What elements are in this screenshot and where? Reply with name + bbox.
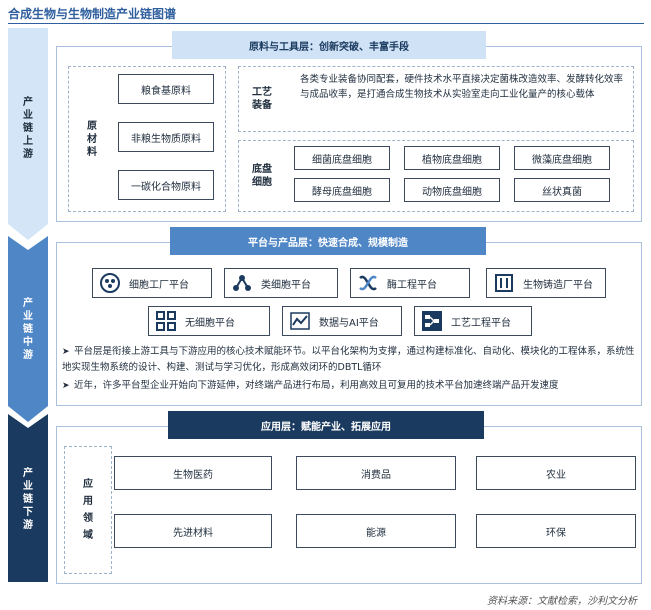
application-fields-label: 应用领域 <box>74 454 102 566</box>
chassis-cells-label-text: 底盘细胞 <box>252 164 272 188</box>
midstream-bullet-2: ➤ 近年，许多平台型企业开始向下游延伸，对终端产品进行布局，利用高效且可复用的技术… <box>62 378 638 394</box>
upstream-arrow <box>8 28 48 240</box>
bullet-arrow-icon: ➤ <box>62 381 70 391</box>
upstream-banner: 原料与工具层：创新突破、丰富手段 <box>172 31 486 59</box>
midstream-stage-label: 产业链中游 <box>8 244 48 414</box>
platform-data-ai: 数据与AI平台 <box>282 306 402 336</box>
downstream-stage-text: 产业链下游 <box>23 467 33 531</box>
midstream-bullet-1: ➤平台层是衔接上游工具与下游应用的核心技术赋能环节。以平台化架构为支撑，通过构建… <box>62 344 638 376</box>
downstream-panel <box>56 426 642 584</box>
chassis-cells-group <box>238 140 634 212</box>
chassis-animal: 动物底盘细胞 <box>404 178 500 202</box>
midstream-banner: 平台与产品层：快速合成、规模制造 <box>170 227 486 255</box>
bullet-text: 近年，许多平台型企业开始向下游延伸，对终端产品进行布局，利用高效且可复用的技术平… <box>74 380 559 391</box>
chassis-microalgae: 微藻底盘细胞 <box>514 146 610 170</box>
platform-label: 酶工程平台 <box>387 279 437 291</box>
equipment-group <box>238 66 634 132</box>
field-environmental: 环保 <box>476 514 636 548</box>
platform-label: 生物铸造厂平台 <box>523 279 593 291</box>
midstream-arrow <box>8 236 48 422</box>
material-nongrain-biomass: 非粮生物质原料 <box>118 122 214 152</box>
field-agriculture: 农业 <box>476 456 636 490</box>
raw-materials-group <box>68 66 226 212</box>
material-c1-compound: 一碳化合物原料 <box>118 170 214 200</box>
field-energy: 能源 <box>296 514 456 548</box>
grid-icon <box>155 310 177 332</box>
chassis-bacteria: 细菌底盘细胞 <box>294 146 390 170</box>
downstream-arrow <box>8 414 48 582</box>
source-note: 资料来源：文献检索，沙利文分析 <box>487 596 637 607</box>
application-fields-group <box>64 446 112 574</box>
raw-materials-label: 原材料 <box>80 96 104 182</box>
platform-enzyme-engineering: 酶工程平台 <box>350 268 470 298</box>
foundry-icon <box>493 272 515 294</box>
platform-cell-like: 类细胞平台 <box>224 268 338 298</box>
chassis-cells-label: 底盘细胞 <box>250 144 274 208</box>
molecule-icon <box>231 272 253 294</box>
field-biomedicine: 生物医药 <box>114 456 272 490</box>
platform-process-engineering: 工艺工程平台 <box>414 306 532 336</box>
page-title: 合成生物与生物制造产业链图谱 <box>8 7 177 21</box>
chassis-plant: 植物底盘细胞 <box>404 146 500 170</box>
platform-label: 细胞工厂平台 <box>129 279 189 291</box>
downstream-banner: 应用层：赋能产业、拓展应用 <box>168 411 484 439</box>
bullet-arrow-icon: ➤ <box>62 347 70 357</box>
title-divider <box>8 23 644 24</box>
field-advanced-materials: 先进材料 <box>114 514 272 548</box>
equipment-label: 工艺装备 <box>250 70 274 128</box>
chart-icon <box>289 310 311 332</box>
upstream-stage-text: 产业链上游 <box>23 96 33 160</box>
application-fields-label-text: 应用领域 <box>83 479 93 541</box>
downstream-stage-label: 产业链下游 <box>8 424 48 574</box>
platform-label: 数据与AI平台 <box>319 317 379 329</box>
enzyme-icon <box>357 272 379 294</box>
equipment-label-text: 工艺装备 <box>252 87 272 111</box>
platform-label: 工艺工程平台 <box>451 317 511 329</box>
process-icon <box>421 310 443 332</box>
upstream-stage-label: 产业链上游 <box>8 28 48 228</box>
cell-factory-icon <box>99 272 121 294</box>
midstream-stage-text: 产业链中游 <box>23 297 33 361</box>
chassis-filamentous-fungi: 丝状真菌 <box>514 178 610 202</box>
chassis-yeast: 酵母底盘细胞 <box>294 178 390 202</box>
platform-cell-factory: 细胞工厂平台 <box>92 268 212 298</box>
platform-label: 类细胞平台 <box>261 279 311 291</box>
equipment-description: 各类专业装备协同配套，硬件技术水平直接决定菌株改造效率、发酵转化效率与成品收率，… <box>300 74 624 100</box>
raw-materials-label-text: 原材料 <box>87 120 97 158</box>
platform-biofoundry: 生物铸造厂平台 <box>486 268 606 298</box>
platform-label: 无细胞平台 <box>185 317 235 329</box>
field-consumer-goods: 消费品 <box>296 456 456 490</box>
platform-cell-free: 无细胞平台 <box>148 306 270 336</box>
material-grain: 粮食基原料 <box>118 74 214 104</box>
bullet-text: 平台层是衔接上游工具与下游应用的核心技术赋能环节。以平台化架构为支撑，通过构建标… <box>62 346 635 373</box>
